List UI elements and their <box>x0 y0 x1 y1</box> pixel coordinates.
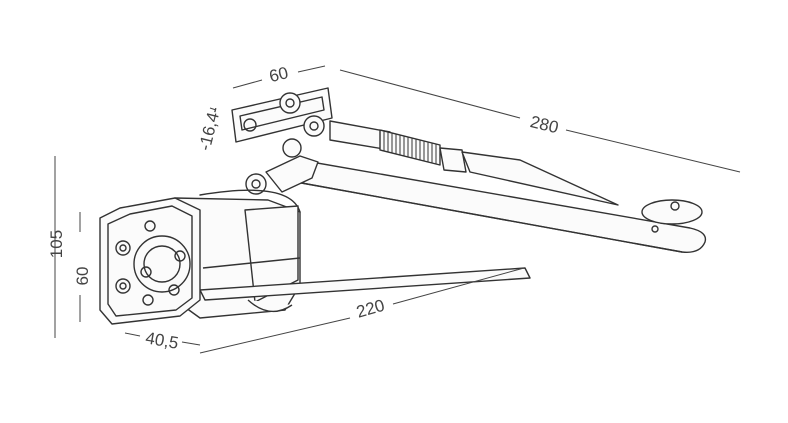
valve-plate <box>133 235 191 293</box>
dim-label-220: 220 <box>354 296 387 322</box>
thread-section <box>383 131 437 164</box>
dimension-lines <box>54 65 741 354</box>
dim-label-60-top: 60 <box>267 63 290 86</box>
body-bottom-rail <box>199 267 531 301</box>
dim-label-280: 280 <box>528 112 560 137</box>
dim-label-40-5: 40,5 <box>144 328 180 352</box>
adjustable-rod <box>329 120 619 206</box>
hex-nut <box>439 147 467 173</box>
dim-label-16-4: -16,4- <box>195 105 224 153</box>
dim-label-60-side: 60 <box>73 267 92 286</box>
wall-bracket <box>231 87 333 143</box>
arm-joint <box>245 138 319 195</box>
dim-label-105: 105 <box>47 230 66 258</box>
main-arm <box>295 159 707 253</box>
closer-body <box>99 189 531 325</box>
